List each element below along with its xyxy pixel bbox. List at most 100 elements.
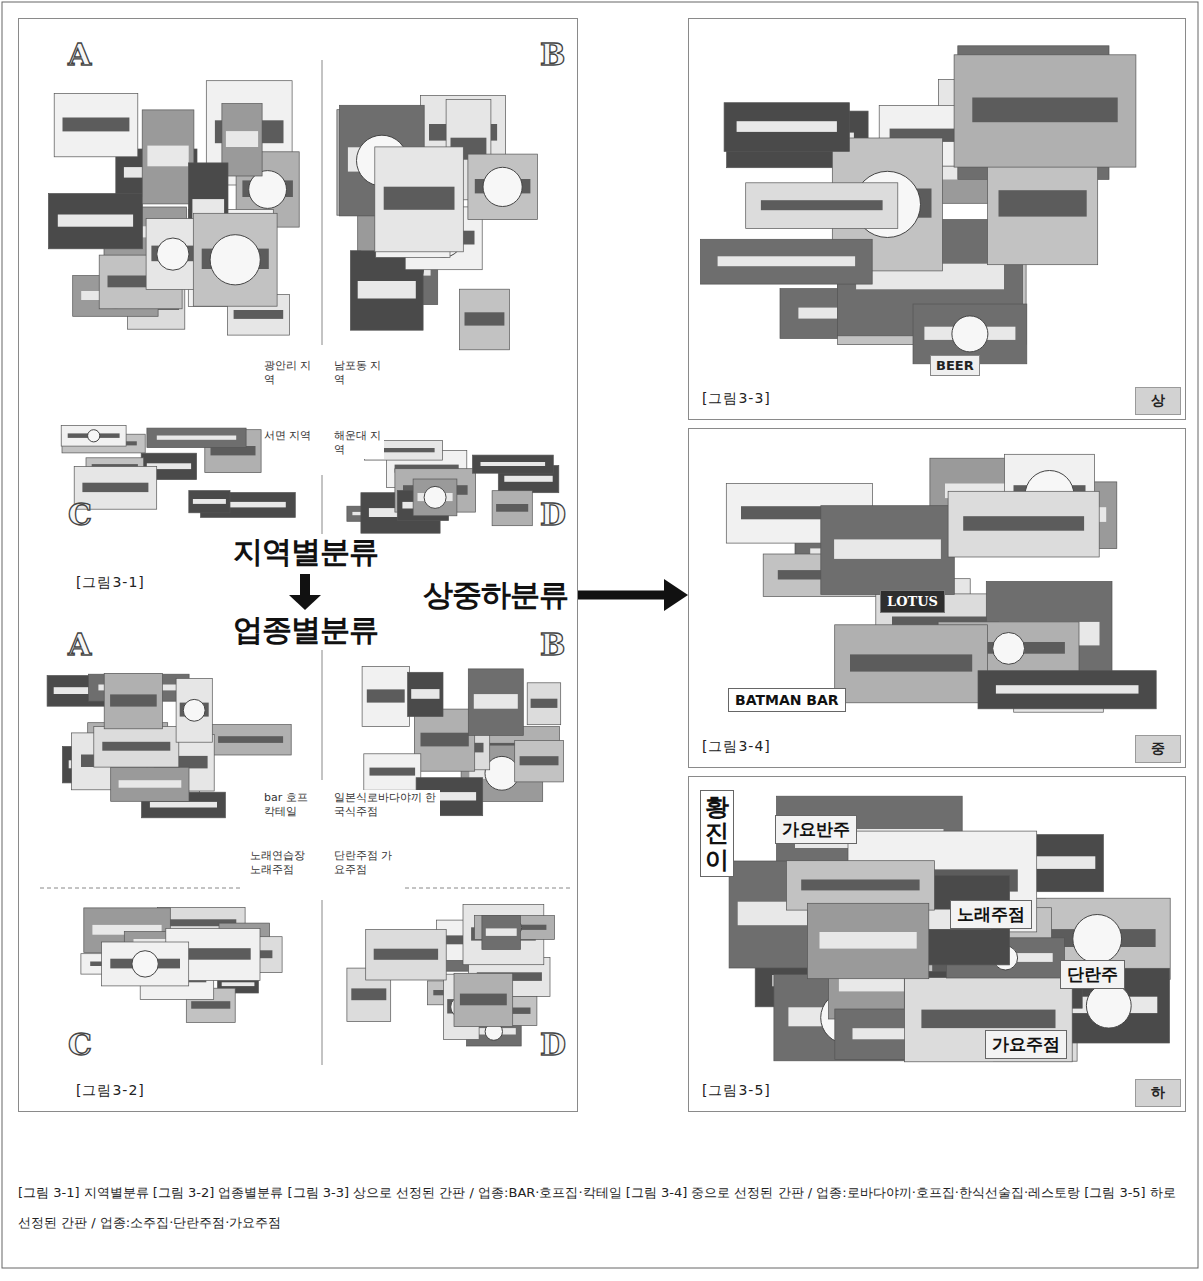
round-sign <box>993 946 1017 970</box>
sign-lettering <box>798 308 945 319</box>
sign-lettering <box>967 641 1064 662</box>
sign-lettering <box>801 880 919 891</box>
signboard-photo <box>421 95 506 170</box>
sign-lettering <box>1023 658 1095 677</box>
sign-lettering <box>197 246 265 267</box>
quadrant-letter: D <box>540 1030 566 1060</box>
sign-lettering <box>738 902 807 926</box>
sign-lettering <box>504 476 552 482</box>
round-sign <box>485 1023 502 1040</box>
round-sign <box>993 73 1073 153</box>
sign-lettering <box>741 133 854 145</box>
signboard-photo <box>73 276 158 317</box>
sign-lettering <box>999 622 1100 646</box>
signboard-photo <box>176 678 212 742</box>
sign-lettering <box>897 614 962 635</box>
round-sign <box>1086 983 1131 1028</box>
sign-lettering <box>465 312 505 325</box>
arrow-shaft <box>578 591 664 600</box>
signboard-photo <box>821 506 955 595</box>
sign-lettering <box>191 1001 230 1009</box>
sign-lettering <box>834 539 941 559</box>
sign-lettering <box>839 976 922 991</box>
sign-lettering <box>58 215 133 227</box>
signboard-photo <box>188 163 228 259</box>
sign-lettering <box>481 462 546 466</box>
signboard-photo <box>88 674 189 701</box>
signboard-photo <box>104 207 187 258</box>
sign-lettering <box>924 327 1015 340</box>
sign-lettering <box>853 1028 995 1039</box>
figure-number: [그림3-2] <box>73 1081 148 1101</box>
signboard-photo <box>94 726 179 767</box>
sign-lettering <box>202 249 269 269</box>
sign-text: 노래주점 <box>950 900 1032 929</box>
signboard-photo <box>367 232 438 305</box>
signboard-photo <box>189 491 230 513</box>
signboard-photo <box>48 194 142 249</box>
signboard-photo <box>201 493 296 518</box>
signboard-photo <box>461 745 543 801</box>
signboard-photo <box>104 673 162 728</box>
round-sign <box>424 486 446 508</box>
rank-text: 상 <box>1151 392 1165 410</box>
sign-lettering <box>180 703 209 717</box>
signboard-photo <box>954 55 1136 167</box>
signboard-photo <box>496 162 536 205</box>
signboard-photo <box>141 453 196 479</box>
signboard-photo <box>337 110 370 216</box>
signboard-photo <box>527 683 561 725</box>
signboard-photo <box>807 903 928 978</box>
category-label: 단란주점 가요주점 <box>332 848 396 879</box>
signboard-photo <box>193 213 277 306</box>
rank-badge: 중 <box>1135 735 1181 763</box>
signboard-photo <box>362 667 409 727</box>
sign-lettering <box>124 167 189 178</box>
step-label: 업종별분류 <box>231 612 380 648</box>
sign-lettering <box>472 1028 516 1034</box>
sign-lettering <box>147 146 188 167</box>
sign-lettering <box>384 187 455 210</box>
signboard-photo <box>498 466 559 493</box>
signboard-photo <box>938 622 1079 675</box>
sign-lettering <box>447 999 475 1013</box>
quadrant-letter: A <box>68 40 91 70</box>
signboard-photo <box>185 937 282 973</box>
sign-lettering <box>69 760 119 768</box>
round-sign <box>103 284 127 308</box>
signboard-photo <box>427 981 486 1005</box>
round-sign <box>483 167 522 206</box>
divider-line <box>322 475 323 540</box>
signboard-photo <box>492 491 532 526</box>
signboard-photo <box>99 255 182 309</box>
sign-text: BEER <box>930 355 980 376</box>
signboard-photo <box>111 767 189 801</box>
signboard-photo <box>454 973 513 1026</box>
sign-lettering <box>70 441 137 445</box>
sign-lettering <box>187 939 249 944</box>
sign-text: 가요주점 <box>985 1030 1067 1059</box>
signboard-photo <box>755 956 927 1007</box>
signboard-photo <box>147 428 246 448</box>
sign-lettering <box>402 502 443 509</box>
sign-lettering <box>351 162 396 172</box>
sign-lettering <box>81 291 149 300</box>
sign-lettering <box>856 264 1004 290</box>
signboard-photo <box>366 930 447 981</box>
sign-text: BATMAN BAR <box>728 688 846 712</box>
signboard-photo <box>476 727 560 770</box>
quadrant-letter: A <box>68 630 91 660</box>
signboard-photo <box>475 916 555 940</box>
signboard-photo <box>350 251 423 331</box>
signboard-photo <box>838 262 1027 344</box>
signboard-photo <box>236 152 299 227</box>
signboard-photo <box>1023 835 1104 892</box>
signboard-photo <box>116 149 197 197</box>
sign-lettering <box>471 927 536 940</box>
arrow-head <box>664 579 688 611</box>
sign-lettering <box>820 932 917 949</box>
round-sign <box>507 920 521 934</box>
sign-lettering <box>224 940 265 950</box>
signboard-photo <box>395 469 476 512</box>
